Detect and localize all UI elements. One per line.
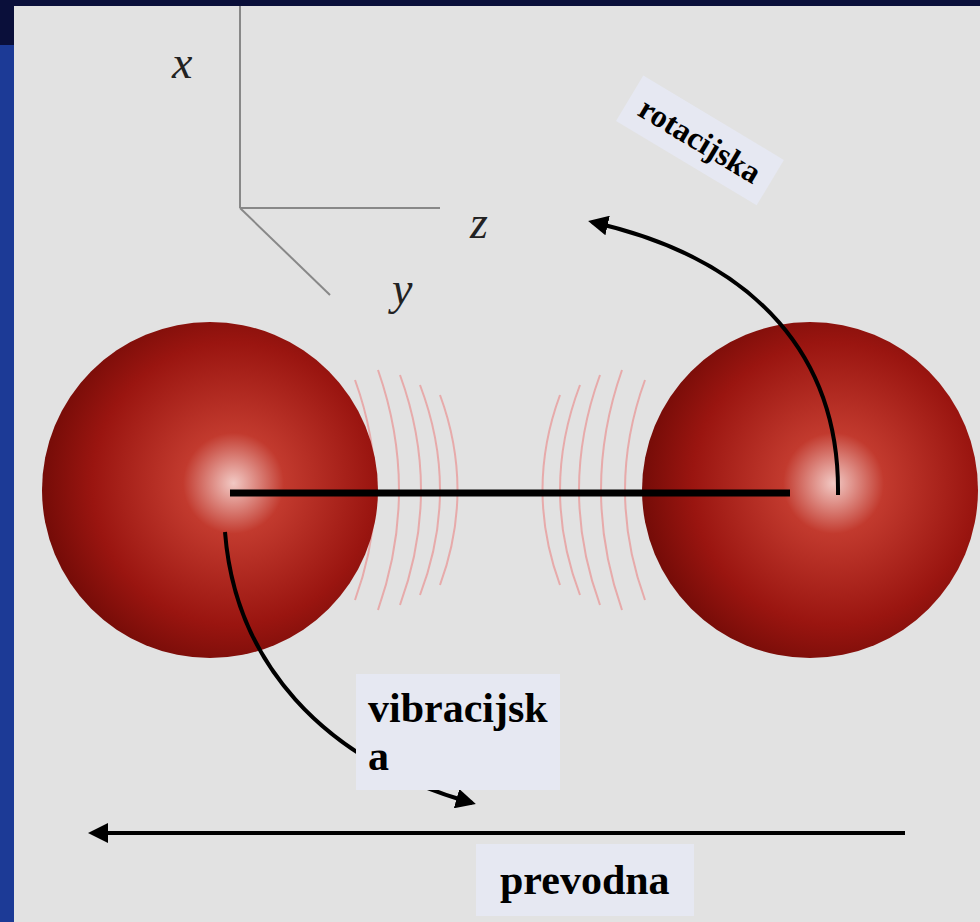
bond [230,490,790,497]
axis-label: z [470,200,488,246]
translation-arrow [92,831,905,835]
top-bar [0,0,980,6]
rotation-arrow [592,222,838,495]
motion-label-box: vibracijsk a [356,674,560,791]
motion-label-box: prevodna [476,844,694,916]
axis-label: y [392,266,412,312]
panel [14,6,980,922]
corner-block [0,0,14,45]
axes [240,6,440,295]
axis-label: x [172,40,192,86]
motion-label: vibracijsk a [368,684,548,781]
motion-label: prevodna [500,856,670,904]
